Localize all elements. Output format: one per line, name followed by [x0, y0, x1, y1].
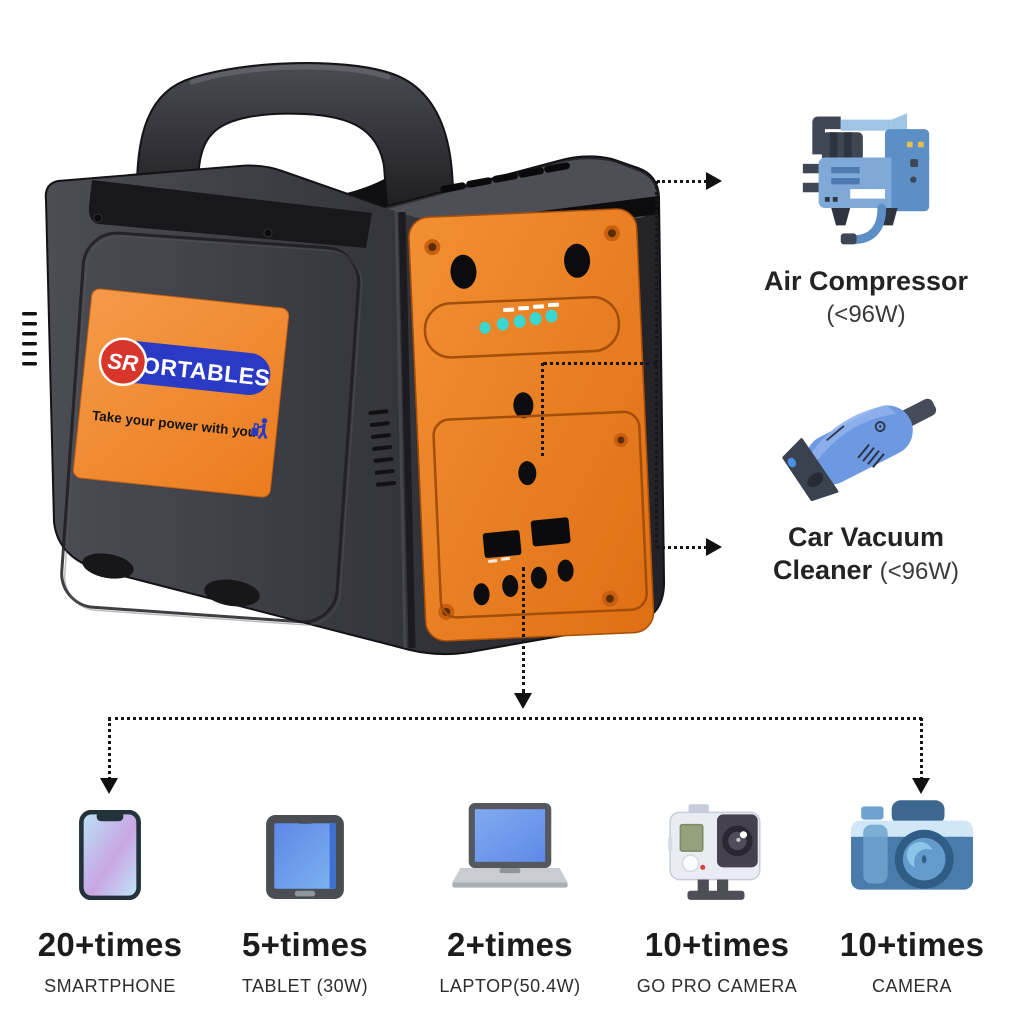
device-camera: 10+times CAMERA — [817, 792, 1007, 997]
led — [513, 314, 526, 328]
gopro-icon — [668, 804, 761, 900]
laptop-label: LAPTOP(50.4W) — [439, 976, 581, 996]
tablet-label: TABLET (30W) — [241, 976, 369, 996]
portables-wordmark — [114, 341, 271, 396]
connector-main-vertical — [655, 181, 658, 548]
tablet-icon — [266, 815, 344, 899]
air-compressor-wattage: (<96W) — [826, 301, 906, 329]
traveler-icon — [251, 418, 268, 440]
car-vacuum-title-line1: Car Vacuum — [787, 522, 945, 552]
led — [479, 321, 491, 334]
car-vacuum-wattage: (<96W) — [879, 558, 959, 586]
smartphone-icon — [79, 810, 141, 900]
laptop-icon — [452, 803, 568, 888]
car-vacuum-icon — [782, 398, 937, 502]
connector-usb-down — [522, 567, 525, 693]
logo-sr-text: SR — [106, 348, 139, 376]
gopro-times: 10+times — [644, 926, 790, 963]
arrowhead-camera — [912, 778, 930, 794]
gopro-label: GO PRO CAMERA — [636, 976, 798, 996]
callout-air-compressor: Air Compressor (<96W) — [753, 106, 979, 329]
arrowhead-usb-down — [514, 693, 532, 709]
panel-button — [450, 254, 477, 289]
car-vacuum-title-line2: Cleaner (<96W) — [773, 555, 959, 586]
front-panel — [408, 208, 655, 642]
sr-logo — [98, 337, 148, 387]
connector-socket-vertical — [541, 363, 544, 456]
air-compressor-title: Air Compressor — [763, 266, 969, 296]
device-gopro: 10+times GO PRO CAMERA — [617, 792, 817, 997]
connector-smartphone-drop — [108, 718, 111, 780]
device-smartphone: 20+times SMARTPHONE — [15, 792, 205, 997]
top-vents — [440, 162, 570, 193]
arrowhead-car-vacuum — [706, 538, 722, 556]
battery-indicator — [423, 295, 621, 359]
arrowhead-smartphone — [100, 778, 118, 794]
connector-device-row — [108, 717, 922, 720]
led — [529, 312, 542, 326]
arrowhead-air-compressor — [706, 172, 722, 190]
air-compressor-icon — [802, 113, 930, 245]
smartphone-label: SMARTPHONE — [44, 976, 176, 996]
device-tablet: 5+times TABLET (30W) — [210, 792, 400, 997]
laptop-times: 2+times — [447, 926, 573, 963]
led — [496, 317, 509, 331]
smartphone-times: 20+times — [37, 926, 183, 963]
connector-air-branch — [657, 180, 707, 183]
callout-car-vacuum: Car Vacuum Cleaner (<96W) — [748, 372, 984, 586]
connector-camera-drop — [920, 718, 923, 780]
ac-socket-panel — [432, 410, 648, 619]
power-station-image: PORTABLES SR Take your power with you — [22, 62, 666, 656]
camera-icon — [851, 800, 973, 890]
usb-ports — [482, 517, 571, 563]
brand-label: PORTABLES SR Take your power with you — [72, 288, 290, 498]
connector-vacuum-branch — [657, 546, 707, 549]
side-vents — [22, 312, 396, 487]
connector-socket-horizontal — [543, 362, 657, 365]
camera-label: CAMERA — [871, 976, 952, 996]
camera-times: 10+times — [839, 926, 985, 963]
device-laptop: 2+times LAPTOP(50.4W) — [404, 792, 616, 997]
tablet-times: 5+times — [242, 926, 368, 963]
panel-button — [564, 243, 591, 278]
led — [545, 309, 558, 323]
carry-handle — [136, 62, 457, 219]
